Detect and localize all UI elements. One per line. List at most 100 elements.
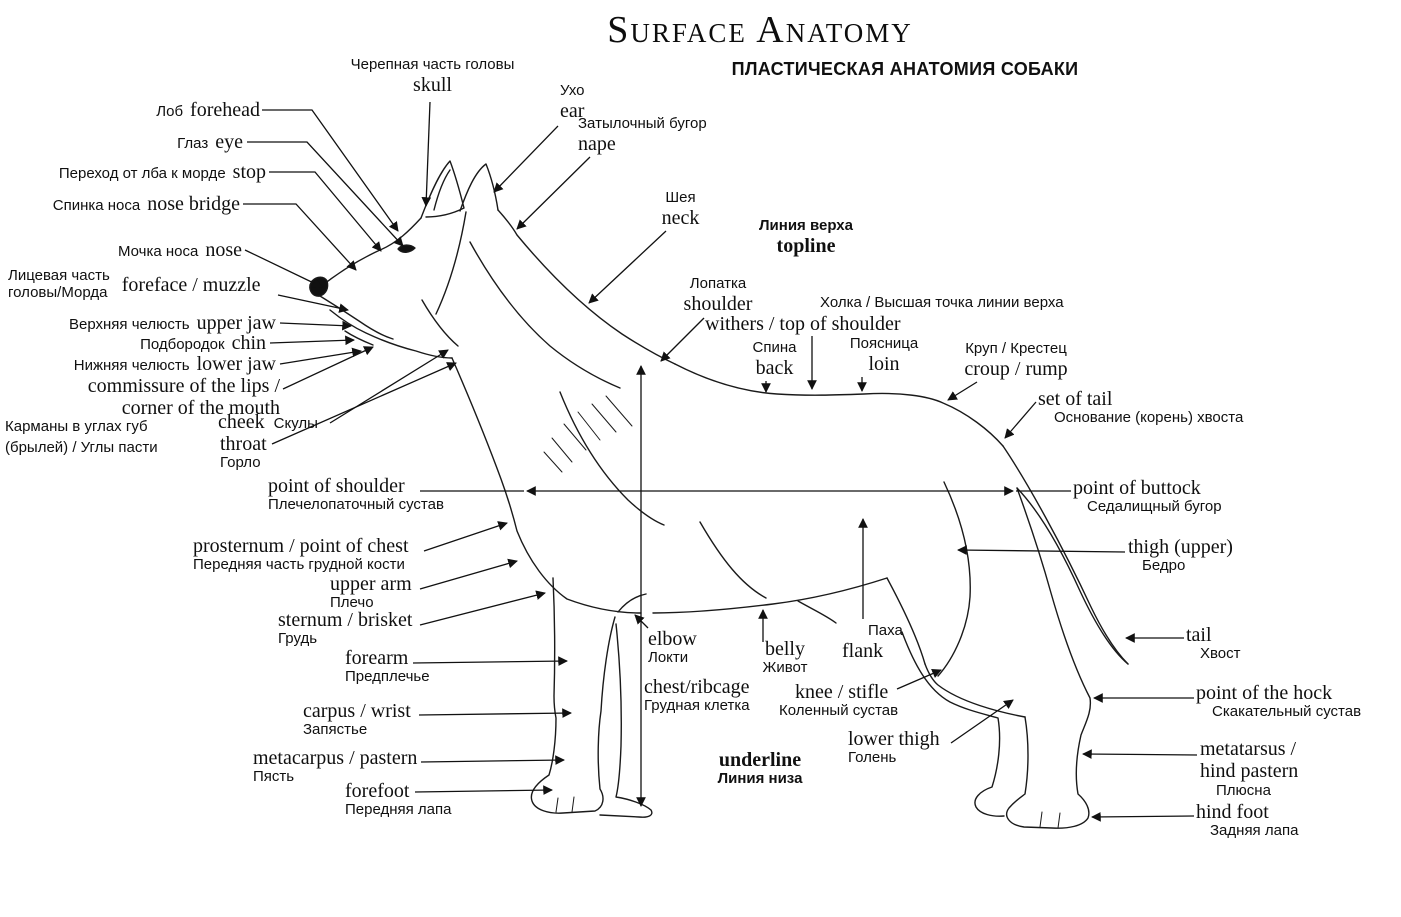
label-upper-arm-ru: Плечо bbox=[330, 594, 374, 612]
label-stop: Переход от лба к морде stop bbox=[8, 161, 266, 183]
label-ear: Ухо ear bbox=[560, 82, 585, 122]
leader-metatarsus bbox=[1082, 749, 1198, 759]
dog-foreleg-far bbox=[599, 623, 653, 818]
label-sternum-ru: Грудь bbox=[278, 630, 318, 648]
label-stop-ru: Переход от лба к морде bbox=[58, 165, 226, 182]
label-lower-thigh-en: lower thigh bbox=[848, 728, 940, 750]
label-eye-en: eye bbox=[215, 131, 243, 153]
label-hock: point of the hock Скакательный сустав bbox=[1196, 682, 1361, 721]
dog-foreleg-near bbox=[530, 577, 616, 814]
label-shoulder: Лопатка shoulder bbox=[668, 275, 768, 315]
dog-muzzle-top bbox=[318, 217, 422, 289]
leader-set-of-tail bbox=[1004, 401, 1037, 439]
label-foreface: Лицевая часть головы/Морда foreface / mu… bbox=[8, 267, 261, 302]
label-skull-ru: Черепная часть головы bbox=[350, 56, 515, 73]
label-neck: Шея neck bbox=[653, 189, 708, 229]
label-knee: knee / stifle Коленный сустав bbox=[779, 681, 898, 720]
label-prosternum: prosternum / point of chest Передняя час… bbox=[193, 535, 409, 574]
leader-eye bbox=[247, 141, 404, 247]
label-nape-en: nape bbox=[578, 132, 616, 155]
label-elbow: elbow Локти bbox=[648, 628, 697, 667]
label-hind-foot: hind foot Задняя лапа bbox=[1196, 801, 1298, 840]
label-nape-ru: Затылочный бугор bbox=[578, 115, 707, 132]
label-commissure-en-line1: commissure of the lips / bbox=[87, 375, 280, 397]
label-upper-jaw-ru: Верхняя челюсть bbox=[69, 316, 190, 333]
leader-nose-bridge bbox=[243, 203, 357, 271]
leader-lower-thigh bbox=[950, 699, 1014, 744]
leader-lines bbox=[243, 101, 1198, 822]
label-foreface-ru-line2: головы/Морда bbox=[8, 283, 108, 301]
label-point-of-shoulder-en: point of shoulder bbox=[268, 475, 405, 497]
leader-throat bbox=[271, 362, 457, 445]
dog-belly bbox=[652, 577, 888, 614]
label-flank-en: flank bbox=[842, 639, 884, 662]
label-upper-jaw-en: upper jaw bbox=[196, 312, 276, 334]
label-underline: underline Линия низа bbox=[712, 749, 808, 788]
label-withers-ru-text: Холка / Высшая точка линии верха bbox=[820, 294, 1064, 311]
label-neck-en: neck bbox=[661, 206, 700, 229]
label-topline-en: topline bbox=[776, 234, 836, 257]
label-croup: Круп / Крестец croup / rump bbox=[946, 340, 1086, 380]
dog-rib-hint bbox=[699, 521, 767, 599]
label-cheek-ru: Скулы bbox=[273, 415, 318, 432]
label-stop-en: stop bbox=[232, 161, 266, 183]
dog-belly-detail bbox=[797, 600, 837, 624]
label-carpus-ru: Запястье bbox=[303, 721, 368, 739]
leader-thigh bbox=[957, 545, 1126, 555]
dog-neck-line bbox=[469, 241, 621, 389]
label-commissure-en: commissure of the lips / corner of the m… bbox=[58, 375, 280, 420]
leader-forearm bbox=[412, 656, 568, 666]
dog-eye bbox=[397, 244, 416, 253]
dog-chin-line bbox=[344, 330, 374, 346]
label-chest-ru: Грудная клетка bbox=[644, 697, 750, 715]
leader-foreface bbox=[277, 294, 349, 313]
label-throat-ru: Горло bbox=[220, 454, 261, 472]
leader-knee bbox=[896, 669, 942, 690]
label-underline-ru: Линия низа bbox=[717, 770, 803, 788]
label-croup-ru: Круп / Крестец bbox=[965, 340, 1067, 357]
label-loin-en: loin bbox=[868, 352, 900, 375]
label-withers-ru: Холка / Высшая точка линии верха bbox=[820, 294, 1064, 312]
label-croup-en: croup / rump bbox=[964, 357, 1068, 380]
label-ear-en: ear bbox=[560, 99, 585, 122]
leader-upper-jaw bbox=[279, 320, 352, 331]
dog-thigh-front bbox=[886, 577, 926, 665]
label-carpus: carpus / wrist Запястье bbox=[303, 700, 411, 739]
label-upper-jaw: Верхняя челюсть upper jaw bbox=[40, 312, 276, 334]
leader-chin bbox=[269, 335, 355, 346]
label-belly-ru: Живот bbox=[762, 659, 808, 677]
dog-elbow-crease bbox=[617, 593, 647, 613]
label-prosternum-en: prosternum / point of chest bbox=[193, 535, 409, 557]
dog-chest-front bbox=[451, 357, 642, 614]
label-set-of-tail: set of tail Основание (корень) хвоста bbox=[1038, 388, 1243, 427]
label-chest: chest/ribcage Грудная клетка bbox=[644, 676, 750, 715]
label-back-en: back bbox=[755, 356, 794, 379]
label-foreface-ru-line1: Лицевая часть bbox=[8, 267, 110, 284]
label-metacarpus-ru: Пясть bbox=[253, 768, 295, 786]
dog-cheek-curve bbox=[421, 299, 459, 347]
label-topline: Линия верха topline bbox=[752, 217, 860, 257]
label-topline-ru: Линия верха bbox=[759, 217, 853, 234]
dog-fur-hatching bbox=[543, 395, 633, 473]
dog-gaskin bbox=[924, 663, 1026, 718]
label-carpus-en: carpus / wrist bbox=[303, 700, 411, 722]
diagram-title: Surface Anatomy bbox=[607, 9, 913, 51]
label-flank: Паха flank bbox=[842, 622, 903, 662]
dog-shoulder-line bbox=[559, 391, 665, 526]
label-set-of-tail-en: set of tail bbox=[1038, 388, 1113, 410]
label-set-of-tail-ru: Основание (корень) хвоста bbox=[1054, 409, 1244, 427]
label-nose-bridge-en: nose bridge bbox=[147, 193, 240, 215]
label-elbow-ru: Локти bbox=[648, 649, 689, 667]
dog-thigh-muscle bbox=[937, 481, 971, 677]
dog-hindleg-far bbox=[901, 631, 1005, 817]
label-commissure-ru-line2: (брылей) / Углы пасти bbox=[5, 439, 158, 456]
label-skull: Черепная часть головы skull bbox=[340, 56, 525, 96]
label-skull-en: skull bbox=[413, 73, 452, 96]
label-hind-foot-ru: Задняя лапа bbox=[1210, 822, 1299, 840]
leader-ear bbox=[493, 125, 559, 193]
label-point-of-buttock-ru: Седалищный бугор bbox=[1087, 498, 1222, 516]
